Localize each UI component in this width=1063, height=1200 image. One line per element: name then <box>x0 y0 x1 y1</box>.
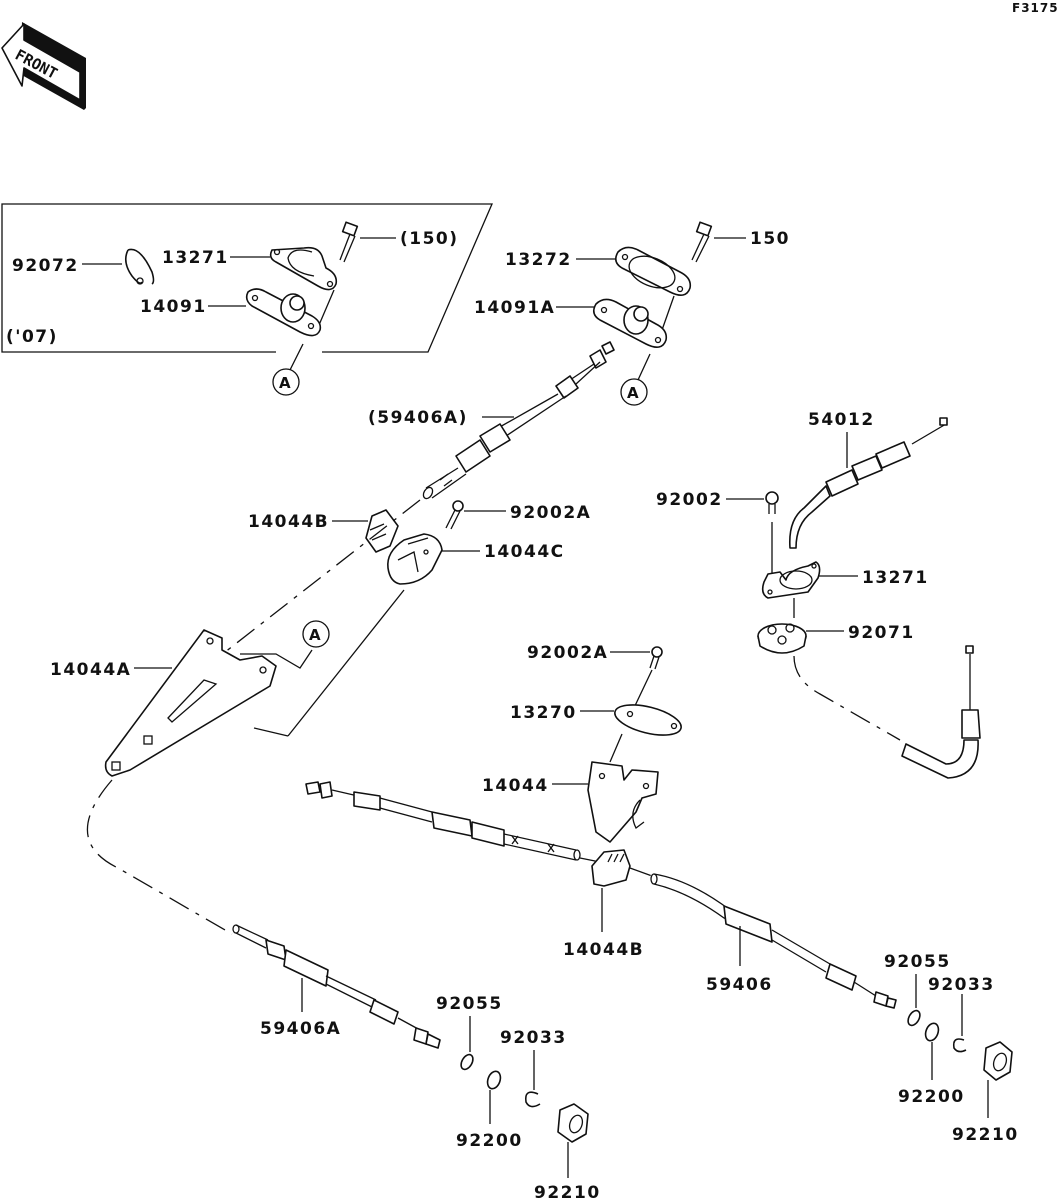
label-14044B-top[interactable]: 14044B <box>248 512 329 532</box>
label-92200-left[interactable]: 92200 <box>456 1131 523 1151</box>
subassembly-note: ('07) <box>6 327 58 347</box>
washer-92200-left <box>486 1070 502 1090</box>
label-92210-right[interactable]: 92210 <box>952 1125 1019 1145</box>
label-14044[interactable]: 14044 <box>482 776 549 796</box>
label-54012[interactable]: 54012 <box>808 410 875 430</box>
label-13270[interactable]: 13270 <box>510 703 577 723</box>
label-92055-right[interactable]: 92055 <box>884 952 951 972</box>
label-14091[interactable]: 14091 <box>140 297 207 317</box>
bracket-14044C <box>387 533 443 585</box>
label-92033-left[interactable]: 92033 <box>500 1028 567 1048</box>
label-59406A-top[interactable]: (59406A) <box>368 408 468 428</box>
label-14044C[interactable]: 14044C <box>484 542 565 562</box>
circlip-92033-left <box>524 1091 541 1108</box>
bolt-150 <box>691 221 713 263</box>
circlip-92072 <box>124 248 155 285</box>
svg-text:A: A <box>309 626 321 644</box>
label-13271[interactable]: 13271 <box>862 568 929 588</box>
bracket-14044A <box>104 629 289 777</box>
circlip-92033-right <box>952 1038 967 1053</box>
cable-59406A-lower <box>232 924 441 1049</box>
label-92071[interactable]: 92071 <box>848 623 915 643</box>
bolt-92002A-mid <box>631 646 663 713</box>
figure-code: F3175 <box>1012 1 1059 15</box>
grommet-92071 <box>757 623 807 654</box>
cable-54012 <box>788 417 948 549</box>
bolt-150-box <box>339 221 359 263</box>
label-92002A-mid[interactable]: 92002A <box>527 643 608 663</box>
oring-92055-right <box>907 1009 921 1027</box>
clamp-14044B-upper <box>365 509 399 553</box>
label-92210-left[interactable]: 92210 <box>534 1183 601 1200</box>
callout-a-3: A <box>302 620 330 648</box>
label-150[interactable]: 150 <box>750 229 790 249</box>
label-92002A-top[interactable]: 92002A <box>510 503 591 523</box>
callout-a-1: A <box>272 368 300 396</box>
callout-a-2: A <box>620 378 648 406</box>
svg-text:A: A <box>627 384 639 402</box>
cable-59406-right <box>650 873 897 1009</box>
front-arrow-icon: FRONT <box>1 22 86 110</box>
label-92200-right[interactable]: 92200 <box>898 1087 965 1107</box>
label-13271-box[interactable]: 13271 <box>162 248 229 268</box>
gasket-13271 <box>761 561 821 599</box>
svg-text:A: A <box>279 374 291 392</box>
label-92055-left[interactable]: 92055 <box>436 994 503 1014</box>
cable-54012-lower <box>901 645 981 779</box>
mount-14091 <box>245 288 322 337</box>
clamp-14044B-lower <box>591 849 631 887</box>
bolt-92002A-upper <box>445 500 464 530</box>
oring-92055-left <box>460 1053 474 1071</box>
label-92072[interactable]: 92072 <box>12 256 79 276</box>
nut-92210-left <box>557 1103 589 1143</box>
label-14044A[interactable]: 14044A <box>50 660 131 680</box>
label-14044B-bot[interactable]: 14044B <box>563 940 644 960</box>
gasket-13272 <box>614 246 692 296</box>
nut-92210-right <box>983 1041 1013 1081</box>
label-92002[interactable]: 92002 <box>656 490 723 510</box>
plate-13270 <box>614 704 682 736</box>
label-13272[interactable]: 13272 <box>505 250 572 270</box>
mount-14091A <box>592 298 668 348</box>
label-150-box[interactable]: (150) <box>400 229 459 249</box>
label-59406[interactable]: 59406 <box>706 975 773 995</box>
gasket-13271-box <box>269 246 338 291</box>
cable-59406-center <box>305 781 581 861</box>
cable-59406A-upper <box>422 341 615 500</box>
label-92033-right[interactable]: 92033 <box>928 975 995 995</box>
label-59406A[interactable]: 59406A <box>260 1019 341 1039</box>
subassembly-box-07: ('07) <box>1 203 493 353</box>
label-14091A[interactable]: 14091A <box>474 298 555 318</box>
bracket-14044 <box>587 761 659 843</box>
washer-92200-right <box>924 1022 940 1042</box>
